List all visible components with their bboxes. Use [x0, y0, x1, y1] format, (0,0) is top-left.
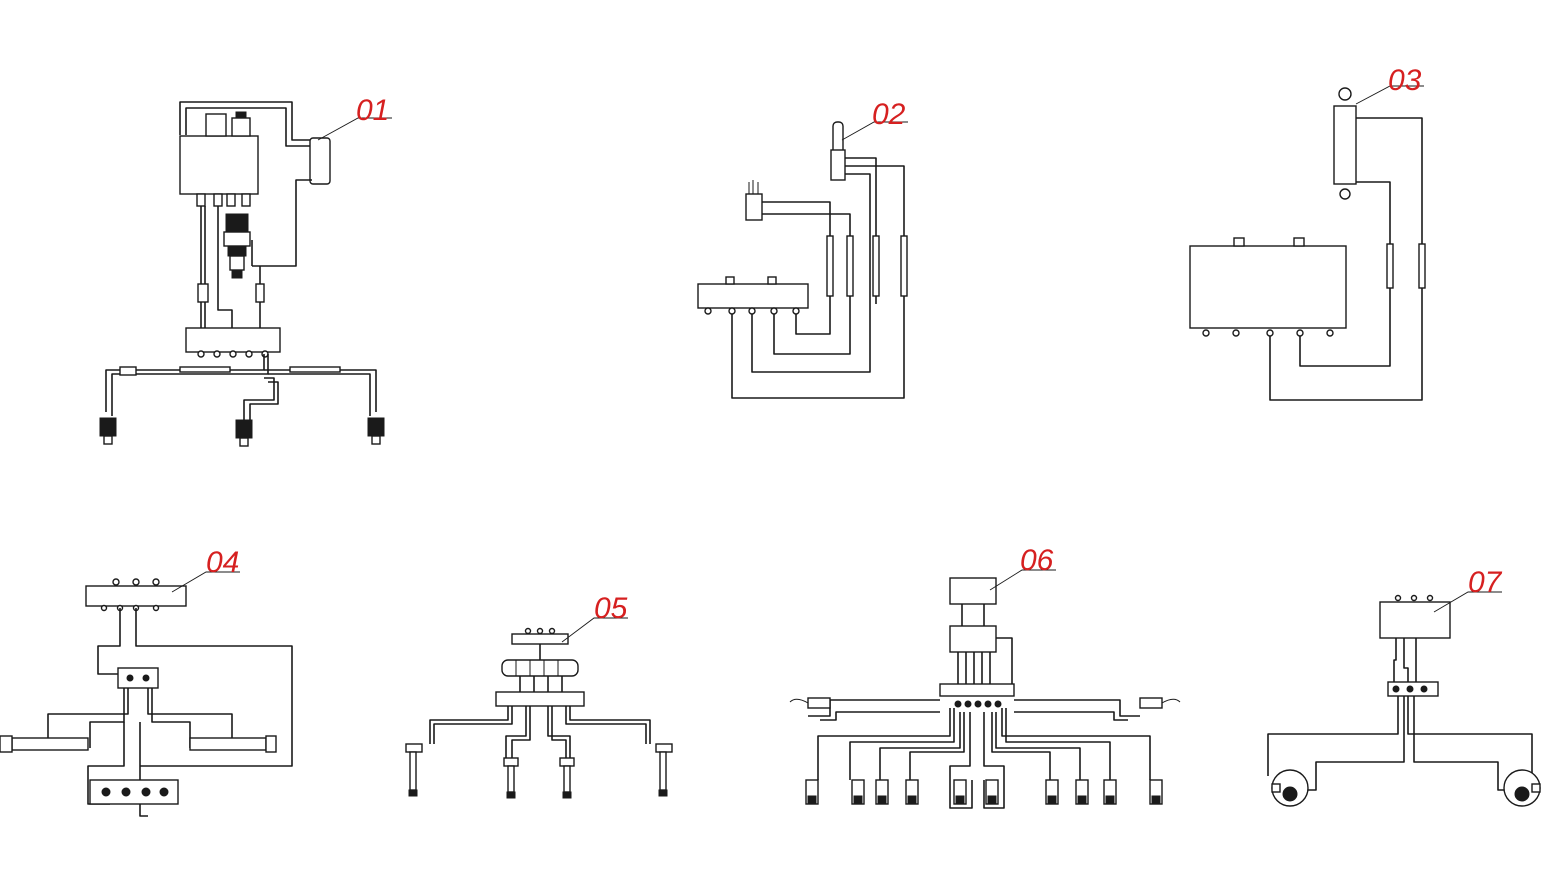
- diagram-label: 04: [206, 546, 239, 579]
- control-valve: [117, 667, 159, 689]
- diagram-05: 05: [405, 592, 673, 799]
- diagram-07: 07: [1267, 566, 1541, 807]
- actuator: [1045, 779, 1059, 805]
- cylinder-left: [11, 737, 89, 751]
- diagram-label: 01: [356, 94, 389, 127]
- manifold-block-upper: [949, 577, 997, 605]
- distribution-block: [495, 691, 585, 707]
- actuator: [905, 779, 919, 805]
- actuator: [655, 743, 673, 797]
- diagram-label: 07: [1468, 566, 1503, 599]
- actuator: [1075, 779, 1089, 805]
- actuator-left: [99, 417, 117, 437]
- side-filter: [309, 137, 331, 185]
- actuator: [985, 779, 999, 805]
- manifold-block: [185, 327, 281, 353]
- wheel-motor-right: [1503, 769, 1541, 807]
- manifold-block: [85, 585, 187, 607]
- cylinder-left: [807, 697, 831, 709]
- actuator: [875, 779, 889, 805]
- diagram-02: 02: [697, 98, 908, 399]
- actuator: [851, 779, 865, 805]
- actuator-right: [367, 417, 385, 437]
- manifold-block: [1379, 601, 1451, 639]
- oil-tank: [179, 135, 259, 195]
- lift-cylinder: [1333, 105, 1357, 185]
- manifold-block: [697, 283, 809, 309]
- diagram-01: 01: [99, 94, 392, 447]
- cylinder-lower: [745, 193, 763, 221]
- actuator: [559, 757, 575, 799]
- cylinder-right: [1139, 697, 1163, 709]
- manifold-block-lower: [949, 625, 997, 653]
- cylinder-right: [189, 737, 267, 751]
- wheel-motor-left: [1271, 769, 1309, 807]
- valve-bank: [501, 659, 579, 677]
- oil-tank: [1189, 245, 1347, 329]
- diagram-label: 03: [1388, 64, 1422, 97]
- pump-unit: [225, 213, 249, 233]
- diagram-label: 05: [594, 592, 628, 625]
- diagram-label: 02: [872, 98, 906, 131]
- actuator: [503, 757, 519, 799]
- distribution-block: [939, 683, 1015, 697]
- actuator: [1149, 779, 1163, 805]
- diagram-03: 03: [1189, 64, 1426, 401]
- diagram-label: 06: [1020, 544, 1054, 577]
- diagram-06: 06: [789, 544, 1181, 809]
- actuator: [805, 779, 819, 805]
- diagram-04: 04: [0, 546, 293, 817]
- actuator-center: [235, 419, 253, 439]
- manifold-block: [511, 633, 569, 645]
- actuator: [405, 743, 423, 797]
- actuator: [1103, 779, 1117, 805]
- actuator: [953, 779, 967, 805]
